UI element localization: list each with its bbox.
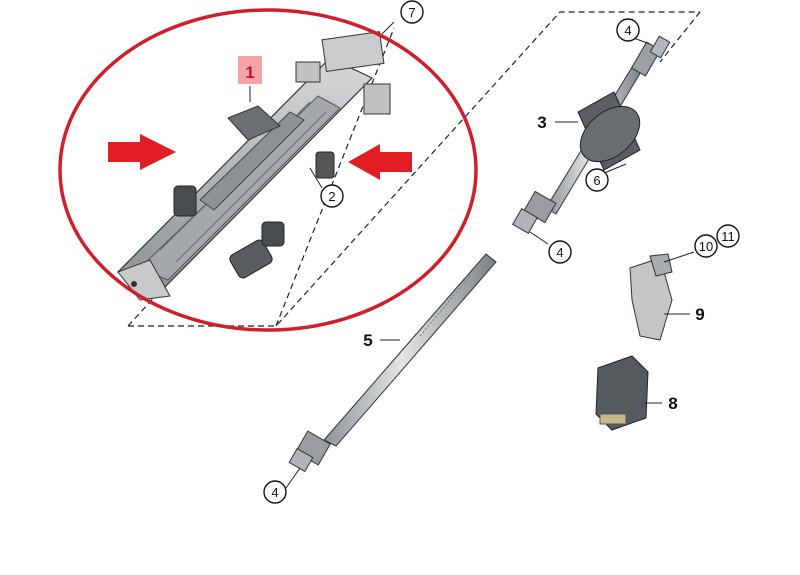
callout-4-top: 4 <box>616 18 640 42</box>
red-arrow-right-icon <box>108 134 176 170</box>
callout-1-highlight <box>238 56 262 84</box>
svg-text:7: 7 <box>408 5 415 20</box>
callout-4-bottom: 4 <box>263 480 287 504</box>
callout-8: 8 <box>668 394 677 413</box>
svg-text:4: 4 <box>556 245 563 260</box>
highlight-ellipse <box>58 8 478 332</box>
red-arrow-left-icon <box>348 144 412 180</box>
steering-column-assembly <box>116 31 391 301</box>
callout-3: 3 <box>537 113 546 132</box>
svg-text:2: 2 <box>328 189 335 204</box>
callout-7: 7 <box>400 0 424 24</box>
callout-10: 10 <box>694 234 718 258</box>
callout-1: 1 <box>245 63 254 82</box>
svg-text:11: 11 <box>721 229 735 244</box>
svg-text:6: 6 <box>593 173 600 188</box>
control-module <box>595 355 649 431</box>
svg-text:4: 4 <box>271 485 278 500</box>
long-shaft <box>288 253 497 473</box>
svg-text:10: 10 <box>699 239 713 254</box>
callout-2: 2 <box>320 184 344 208</box>
svg-text:4: 4 <box>624 23 631 38</box>
callout-5: 5 <box>363 331 372 350</box>
callout-9: 9 <box>695 305 704 324</box>
callout-4-middle: 4 <box>548 240 572 264</box>
bracket-part <box>629 253 673 341</box>
callout-11: 11 <box>716 224 740 248</box>
boot-shaft-assembly <box>512 35 671 234</box>
callout-6: 6 <box>585 168 609 192</box>
